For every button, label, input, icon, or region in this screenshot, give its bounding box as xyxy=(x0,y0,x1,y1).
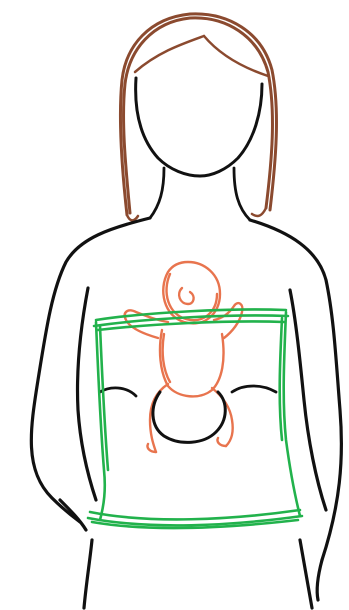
hair xyxy=(120,14,276,221)
face-outline xyxy=(136,78,262,220)
baby-wrap xyxy=(88,309,302,527)
carrier-pocket-outline xyxy=(153,392,225,442)
body-outline xyxy=(31,218,341,608)
baby-figure xyxy=(125,262,243,452)
